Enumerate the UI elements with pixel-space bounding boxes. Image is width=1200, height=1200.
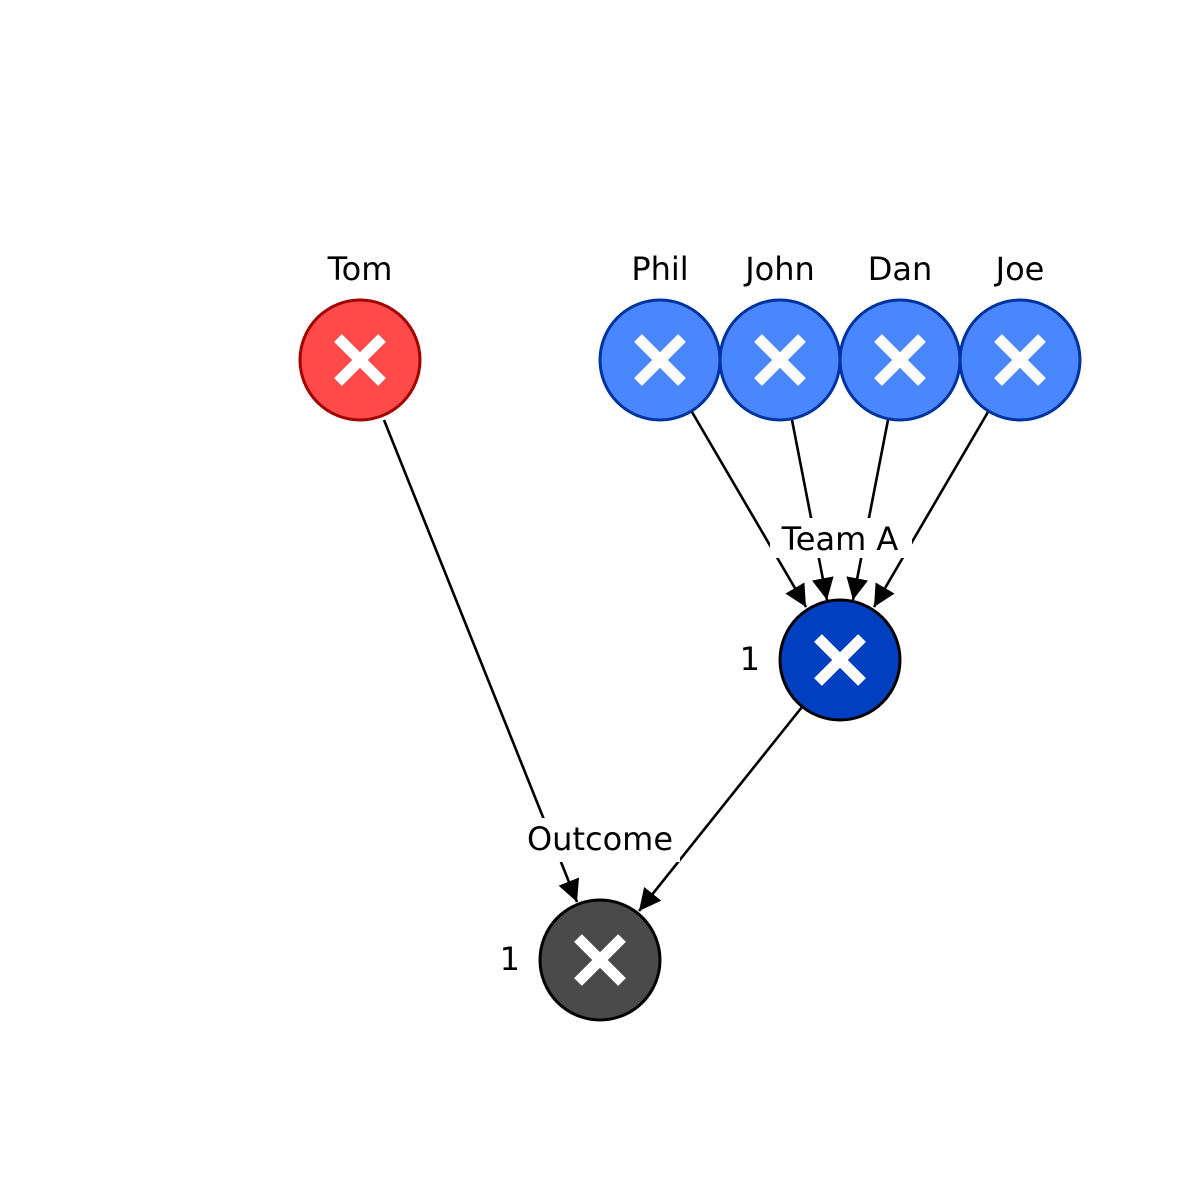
node-joe: Joe [958,250,1082,422]
node-dan: Dan [838,250,962,422]
node-outcome: 1 [500,898,662,1022]
team-label-group: Team A [770,518,912,558]
node-john: John [718,250,842,422]
node-team: 1 [740,598,902,722]
edge-phil-team [690,411,808,608]
edge-team-outcome [637,706,804,912]
outcome-label-bg [520,818,680,862]
x-icon [994,334,1046,386]
edge-joe-team [872,411,990,608]
node-john-label: John [743,250,815,288]
node-joe-label: Joe [994,250,1045,288]
x-icon [814,634,866,686]
node-team-value: 1 [740,640,760,678]
x-icon [334,334,386,386]
node-phil-label: Phil [631,250,688,288]
x-icon [874,334,926,386]
node-outcome-value: 1 [500,940,520,978]
edge-dan-team [846,419,890,601]
team-label: Team A [781,520,899,558]
outcome-label-group: Outcome [520,818,680,862]
outcome-label: Outcome [527,820,673,858]
node-phil: Phil [598,250,722,422]
x-icon [634,334,686,386]
node-tom-label: Tom [327,250,393,288]
edge-john-team [790,419,834,601]
x-icon [574,934,626,986]
node-tom: Tom [298,250,422,422]
x-icon [754,334,806,386]
node-dan-label: Dan [868,250,933,288]
team-label-bg [770,518,912,558]
